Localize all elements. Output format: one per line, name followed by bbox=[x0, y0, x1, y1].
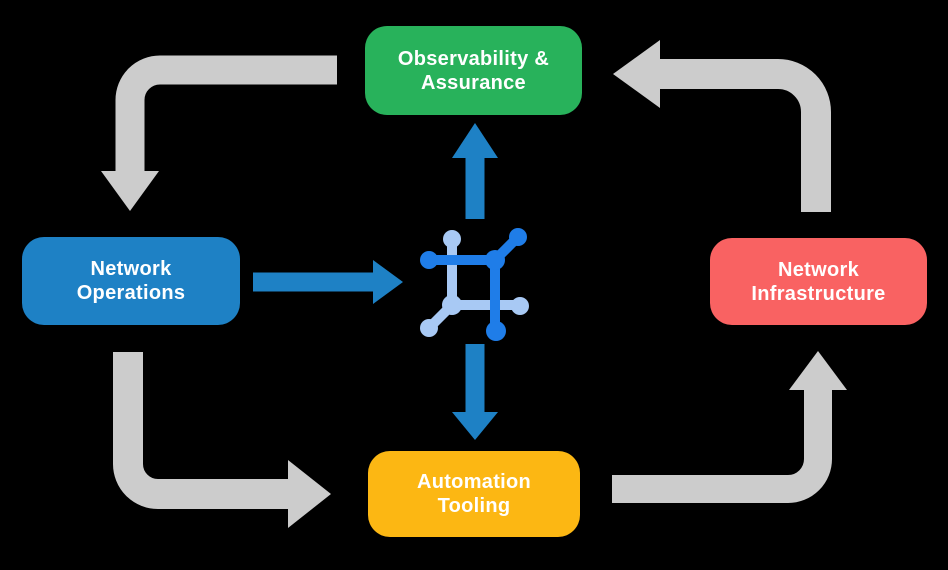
node-observability-label-line1: Observability & bbox=[397, 47, 550, 70]
arrow-center-to-automation bbox=[452, 344, 498, 440]
node-operations-label-line2: Operations bbox=[76, 282, 186, 304]
node-automation-label-line2: Tooling bbox=[437, 495, 511, 517]
arrow-operations-to-center bbox=[253, 260, 403, 304]
node-automation-label-line1: Automation bbox=[416, 471, 532, 493]
node-network-operations: Network Operations bbox=[22, 237, 240, 325]
network-mesh-icon-light bbox=[420, 230, 529, 337]
node-operations-label-line1: Network bbox=[90, 258, 172, 280]
node-automation-tooling: Automation Tooling bbox=[368, 451, 580, 537]
arrow-observability-to-operations bbox=[101, 55, 337, 211]
arrow-infrastructure-to-observability bbox=[613, 40, 831, 212]
arrow-operations-to-automation bbox=[113, 352, 331, 528]
arrow-center-to-observability bbox=[452, 123, 498, 219]
network-mesh-icon bbox=[420, 228, 529, 341]
arrow-automation-to-infrastructure bbox=[612, 351, 847, 503]
node-observability-assurance: Observability & Assurance bbox=[365, 26, 582, 115]
network-mesh-icon-dark bbox=[420, 228, 527, 341]
node-infrastructure-label-line2: Infrastructure bbox=[751, 282, 886, 305]
node-infrastructure-label-line1: Network bbox=[777, 258, 859, 281]
node-observability-label-line2: Assurance bbox=[421, 71, 526, 94]
node-network-infrastructure: Network Infrastructure bbox=[710, 238, 927, 325]
